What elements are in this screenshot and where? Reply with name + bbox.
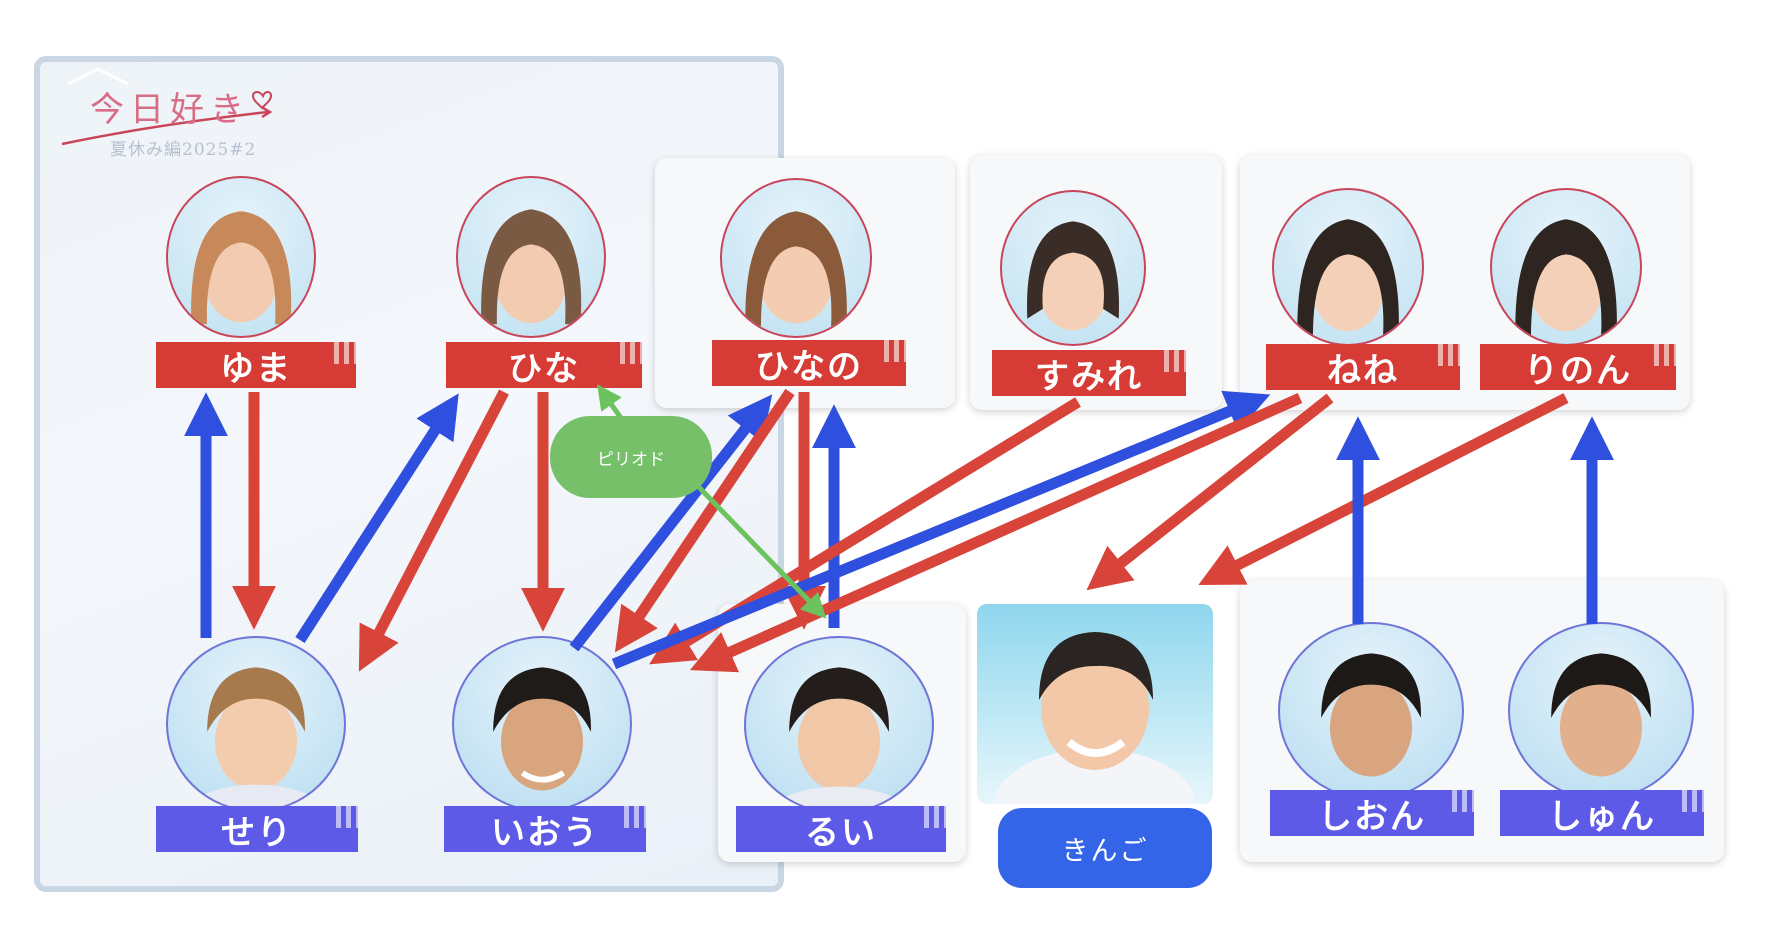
- person-iou-icon: [493, 667, 591, 791]
- avatar-rui: [744, 636, 934, 814]
- label-sumire: すみれ: [992, 350, 1186, 397]
- label-yuma: ゆま: [156, 342, 356, 389]
- person-sumire-icon: [1027, 221, 1119, 331]
- arrow-rinon-to-kinngo: [1198, 393, 1569, 585]
- avatar-seri: [166, 636, 346, 812]
- label-iou: いおう: [444, 806, 646, 853]
- label-seri: せり: [156, 806, 358, 853]
- label-shion: しおん: [1270, 790, 1474, 837]
- label-rui: るい: [736, 806, 946, 853]
- label-nene: ねね: [1266, 344, 1460, 391]
- avatar-shion: [1278, 622, 1464, 800]
- person-kinngo-icon: [995, 632, 1195, 804]
- label-shun: しゅん: [1500, 790, 1704, 837]
- person-hinano-icon: [745, 211, 847, 327]
- logo-title: 今日好き: [90, 90, 250, 130]
- arrow-period-to-rui: [688, 476, 827, 619]
- label-hina: ひな: [446, 342, 642, 389]
- avatar-hinano: [720, 178, 872, 338]
- arrow-seri-to-hina: [295, 393, 459, 643]
- period-bubble: ピリオド: [550, 416, 712, 498]
- kinngo-photo: [977, 604, 1213, 804]
- avatar-yuma: [166, 176, 316, 338]
- person-hina-icon: [481, 209, 582, 325]
- person-rinon-icon: [1515, 219, 1617, 337]
- avatar-iou: [452, 636, 632, 812]
- person-nene-icon: [1297, 219, 1399, 337]
- arrow-hina-to-seri: [358, 389, 509, 672]
- label-hinano: ひなの: [712, 340, 906, 387]
- avatar-rinon: [1490, 188, 1642, 346]
- logo-subtitle: 夏休み編2025#2: [110, 140, 257, 160]
- arrow-nene-to-kinngo: [1086, 393, 1334, 591]
- arrow-iou-to-hinano: [569, 394, 773, 652]
- person-shun-icon: [1551, 653, 1651, 777]
- person-shion-icon: [1321, 653, 1421, 777]
- label-kinngo: きんご: [998, 808, 1212, 888]
- label-rinon: りのん: [1480, 344, 1676, 391]
- person-rui-icon: [769, 667, 909, 812]
- person-yuma-icon: [191, 211, 292, 325]
- arrow-nene-to-iou: [689, 392, 1303, 673]
- arrow-iou-to-nene: [611, 390, 1271, 670]
- avatar-shun: [1508, 622, 1694, 800]
- show-logo-icon: [61, 67, 273, 146]
- avatar-hina: [456, 176, 606, 338]
- avatar-nene: [1272, 188, 1424, 346]
- arrow-hinano-to-iou: [614, 388, 795, 653]
- avatar-sumire: [1000, 190, 1146, 346]
